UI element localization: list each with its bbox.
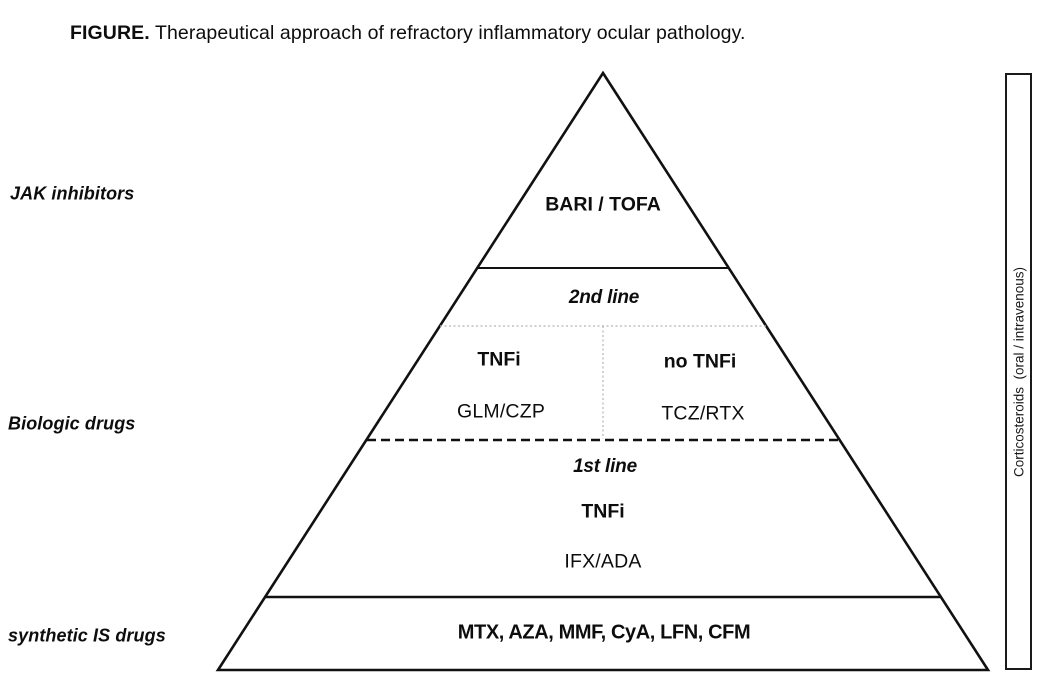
first-line-label: 1st line xyxy=(573,456,637,477)
first-line-drugs: IFX/ADA xyxy=(564,550,642,573)
side-label-biologic-drugs: Biologic drugs xyxy=(8,413,136,434)
tnfi-branch-label: TNFi xyxy=(477,348,521,371)
synthetic-tier-drugs: MTX, AZA, MMF, CyA, LFN, CFM xyxy=(457,621,751,644)
figure-caption-label: FIGURE. xyxy=(70,22,150,44)
first-line-class-label: TNFi xyxy=(581,500,625,523)
side-label-jak-inhibitors: JAK inhibitors xyxy=(10,183,135,204)
second-line-label: 2nd line xyxy=(568,287,640,308)
no-tnfi-branch-label: no TNFi xyxy=(663,350,737,373)
side-label-synthetic-is-drugs: synthetic IS drugs xyxy=(8,625,166,646)
corticosteroids-bar: Corticosteroids (oral / intravenous) xyxy=(1005,73,1032,670)
jak-tier-drugs: BARI / TOFA xyxy=(545,193,661,216)
corticosteroids-bar-label: Corticosteroids (oral / intravenous) xyxy=(1011,266,1026,477)
no-tnfi-branch-drugs: TCZ/RTX xyxy=(661,402,745,425)
figure-caption-text: Therapeutical approach of refractory inf… xyxy=(149,22,746,44)
tnfi-branch-drugs: GLM/CZP xyxy=(456,400,546,423)
figure-caption: FIGURE. Therapeutical approach of refrac… xyxy=(70,22,746,45)
